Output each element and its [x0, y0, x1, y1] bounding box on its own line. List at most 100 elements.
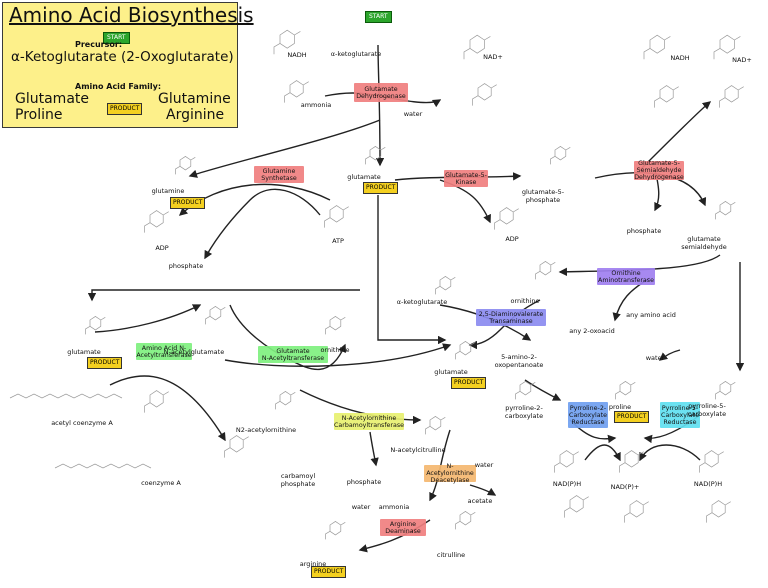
family-glutamine: Glutamine: [158, 91, 231, 107]
compound-nadph-1: NAD(P)H: [552, 480, 582, 488]
compound-glutamate-left: glutamate: [67, 348, 101, 356]
structure-g5p: [550, 145, 571, 165]
enzyme-n-acetylornithine-deacetylase: N-Acetylornithine Deacetylase: [424, 463, 476, 484]
compound-alpha-ketoglutarate-top: α-ketoglutarate: [330, 50, 382, 58]
product-badge-glutamate-lower: PRODUCT: [451, 377, 487, 389]
arrow-ornithine-to-glutamate: [468, 299, 541, 350]
compound-carbamoyl-phosphate: carbamoyl phosphate: [280, 472, 316, 488]
enzyme-glutamate-5-semialdehyde-dehydrogenase: Glutamate-5- Semialdehyde Dehydrogenase: [634, 160, 684, 181]
compound-water-3: water: [474, 461, 494, 469]
structure-p5c: [715, 380, 736, 400]
compound-proline: proline: [608, 403, 632, 411]
info-product-badge: PRODUCT: [107, 103, 143, 115]
structure-akg-mid: [435, 275, 456, 295]
structure-glutamate-center: [365, 145, 386, 165]
compound-nadpplus: NAD(P)+: [610, 483, 640, 491]
compound-phosphate-3: phosphate: [346, 478, 382, 486]
product-badge-proline: PRODUCT: [614, 411, 650, 423]
structure-nadph-2: [699, 450, 724, 473]
structure-nadplus-1-adenine: [472, 83, 497, 106]
compound-any-2-oxoacid: any 2-oxoacid: [569, 327, 615, 335]
family-label: Amino Acid Family:: [75, 82, 162, 91]
structure-atp: [324, 205, 349, 228]
info-start-badge: START: [103, 32, 130, 44]
arrow-aminooxo-to-p2c: [524, 379, 562, 401]
arrow-glutamate-to-glutamine: [188, 119, 381, 178]
product-badge-glutamate-left: PRODUCT: [87, 357, 123, 369]
compound-n2-acetylornithine: N2-acetylornithine: [235, 426, 297, 434]
structure-nadh-2-adenine: [654, 85, 679, 108]
arrow-n2ao-to-nac: [299, 389, 422, 425]
family-arginine: Arginine: [166, 107, 225, 123]
product-badge-arginine: PRODUCT: [311, 566, 347, 578]
structure-adp-2: [494, 207, 519, 230]
structure-ornithine-right: [535, 260, 556, 280]
compound-nadplus-2: NAD+: [732, 56, 752, 64]
structure-nadh-1-adenine: [284, 80, 309, 103]
compound-pyrroline-2-carboxylate: pyrroline-2- carboxylate: [504, 404, 544, 420]
compound-nadph-2: NAD(P)H: [693, 480, 723, 488]
compound-n-acetylglutamate: N-acetylglutamate: [163, 348, 225, 356]
compound-nadplus-1: NAD+: [483, 53, 503, 61]
arrow-glutamate-regeneration: [224, 343, 452, 367]
compound-coenzyme-a: coenzyme A: [141, 479, 181, 487]
compound-citrulline: citrulline: [436, 551, 466, 559]
compound-n-acetylcitrulline: N-acetylcitrulline: [390, 446, 446, 454]
arrow-to-phosphate-3: [369, 431, 379, 467]
structure-nag: [205, 305, 226, 325]
enzyme-ornithine-aminotransferase: Ornithine Aminotransferase: [597, 268, 655, 285]
structure-nadh-2: [643, 34, 671, 60]
compound-alpha-ketoglutarate-mid: α-ketoglutarate: [396, 298, 448, 306]
structure-p2c: [515, 380, 536, 400]
enzyme-n-acetylornithine-carbamoyltransferase: N-Acetylornithine Carbamoyltransferase: [333, 413, 405, 430]
structure-nadh-1: [273, 29, 301, 55]
family-glutamate: Glutamate: [15, 91, 89, 107]
enzyme-glutamate-dehydrogenase: Glutamate Dehydrogenase: [354, 83, 408, 102]
structure-glutamate-lower: [455, 340, 476, 360]
enzyme-amino-acid-n-acetyltransferase: Amino Acid N- Acetyltransferase: [136, 343, 192, 360]
compound-atp: ATP: [332, 237, 344, 245]
compound-water-1: water: [403, 110, 423, 118]
structure-nadplus-1: [463, 34, 491, 60]
structure-citrulline: [455, 510, 476, 530]
structure-nadplus-2: [713, 34, 741, 60]
arrow-glutamate-to-left: [87, 289, 360, 302]
compound-water-2: water: [645, 354, 665, 362]
structure-adp-1: [144, 210, 169, 233]
structure-nadplus-2-adenine: [719, 85, 744, 108]
compound-pyrroline-5-carboxylate: pyrroline-5- carboxylate: [687, 402, 727, 418]
arrow-nadph-2: [639, 444, 701, 462]
compound-ammonia-1: ammonia: [300, 101, 332, 109]
structure-nadpplus: [619, 450, 644, 473]
structure-proline: [615, 380, 636, 400]
structure-ornithine-mid: [325, 315, 346, 335]
structure-acetylcoa-chain: [9, 393, 123, 399]
compound-amino-oxopentanoate: 5-amino-2- oxopentanoate: [494, 353, 544, 369]
compound-ornithine-right: ornithine: [510, 297, 540, 305]
arrow-glutamate-to-nacetylglutamate: [94, 304, 202, 333]
compound-nadh-1: NADH: [287, 51, 307, 59]
start-badge: START: [365, 11, 392, 23]
product-badge-glutamate-center: PRODUCT: [363, 182, 399, 194]
precursor-name: α-Ketoglutarate (2-Oxoglutarate): [11, 49, 234, 65]
compound-nadh-2: NADH: [670, 54, 690, 62]
product-badge-glutamine: PRODUCT: [170, 197, 206, 209]
structure-arginine: [325, 520, 346, 540]
compound-glutamate-center: glutamate: [347, 173, 381, 181]
arrow-water-2: [658, 349, 681, 361]
structure-semialdehyde: [715, 200, 736, 220]
structure-glutamine: [175, 155, 196, 175]
compound-adp-1: ADP: [155, 244, 169, 252]
structure-nadph-1: [554, 450, 579, 473]
enzyme-glutamate-n-acetyltransferase: Glutamate N-Acetyltransferase: [258, 346, 328, 363]
structure-nadph-1-adenine: [564, 495, 589, 518]
info-panel: Amino Acid Biosynthesis START Precursor:…: [2, 2, 254, 128]
structure-coa-adenine: [224, 435, 249, 458]
enzyme-glutamate-5-kinase: Glutamate-5- Kinase: [444, 170, 488, 187]
compound-adp-2: ADP: [505, 235, 519, 243]
compound-acetyl-coa: acetyl coenzyme A: [51, 419, 113, 427]
diagram-title: Amino Acid Biosynthesis: [9, 3, 254, 27]
compound-water-4: water: [351, 503, 371, 511]
arrow-acetylcoa-to-coa: [109, 375, 226, 442]
precursor-label: Precursor:: [75, 40, 123, 49]
